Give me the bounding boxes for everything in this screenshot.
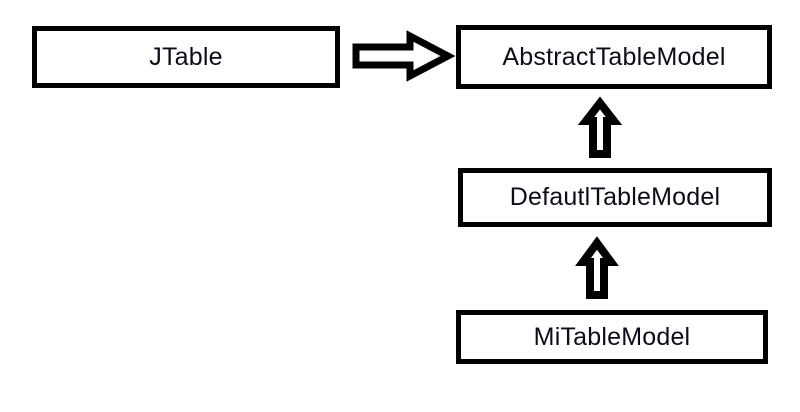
- node-label-abstracttablemodel: AbstractTableModel: [502, 42, 726, 71]
- arrow-jtable-to-abstracttablemodel: [352, 30, 456, 82]
- node-box-defaulttablemodel[interactable]: DefautlTableModel: [458, 168, 772, 227]
- node-box-abstracttablemodel[interactable]: AbstractTableModel: [456, 25, 772, 89]
- arrow-defaulttablemodel-to-abstracttablemodel: [577, 96, 623, 158]
- node-label-defaulttablemodel: DefautlTableModel: [509, 183, 721, 211]
- node-box-mitablemodel[interactable]: MiTableModel: [456, 310, 768, 364]
- node-label-mitablemodel: MiTableModel: [533, 322, 691, 351]
- arrow-mitablemodel-to-defaulttablemodel: [575, 236, 619, 299]
- node-label-jtable: JTable: [149, 42, 223, 71]
- node-box-jtable[interactable]: JTable: [32, 26, 340, 88]
